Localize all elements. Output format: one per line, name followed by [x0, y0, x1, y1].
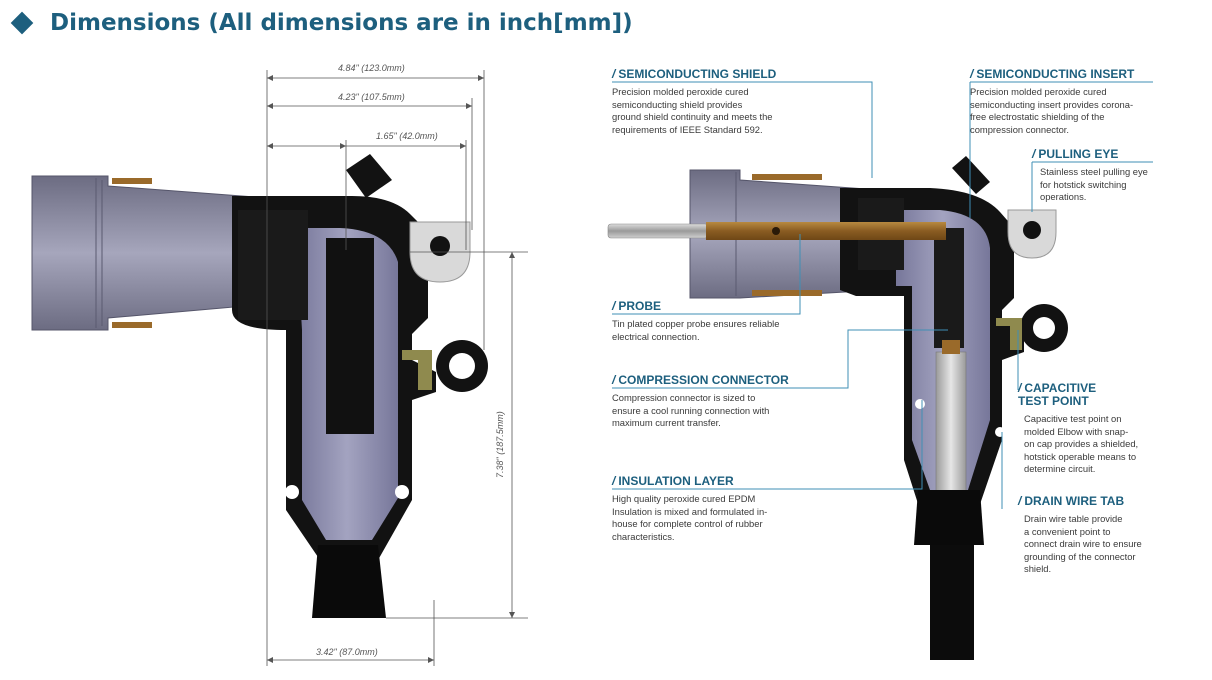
dim-body-length: 4.23" (107.5mm): [338, 92, 405, 102]
callout-line: semiconducting shield provides: [612, 98, 743, 110]
callout-heading: COMPRESSION CONNECTOR: [618, 373, 789, 387]
callout-line: a convenient point to: [1024, 525, 1111, 537]
probe-tip: [607, 223, 709, 239]
callout-line: characteristics.: [612, 530, 675, 542]
callout-line: Stainless steel pulling eye: [1040, 166, 1148, 177]
dim-height: 7.38" (187.5mm): [495, 411, 505, 478]
page-header: Dimensions (All dimensions are in inch[m…: [10, 6, 633, 40]
cutaway-drawing: [607, 81, 1153, 660]
callout-pulling-eye: /PULLING EYE Stainless steel pulling eye…: [1032, 148, 1207, 204]
callout-line: for hotstick switching: [1040, 178, 1127, 190]
callout-line: requirements of IEEE Standard 592.: [612, 123, 763, 135]
callout-probe: /PROBE Tin plated copper probe ensures r…: [612, 300, 812, 343]
cable: [930, 540, 974, 660]
callout-line: Capacitive test point on: [1024, 413, 1122, 424]
dimension-drawing: 4.84" (123.0mm) 4.23" (107.5mm) 1.65" (4…: [31, 63, 528, 666]
probe-copper: [706, 222, 946, 240]
callout-semiconducting-insert: /SEMICONDUCTING INSERT Precision molded …: [970, 68, 1160, 136]
callout-line: ensure a cool running connection with: [612, 404, 770, 416]
left-test-point: [402, 350, 432, 390]
callout-line: determine circuit.: [1024, 463, 1096, 475]
callout-heading: INSULATION LAYER: [618, 474, 734, 488]
callout-compression-connector: /COMPRESSION CONNECTOR Compression conne…: [612, 374, 812, 430]
callout-heading: CAPACITIVE TEST POINT: [1018, 381, 1097, 408]
callout-line: electrical connection.: [612, 330, 700, 342]
callout-line: maximum current transfer.: [612, 417, 721, 429]
callout-line: Precision molded peroxide cured: [970, 86, 1107, 97]
callout-drain-wire-tab: /DRAIN WIRE TAB Drain wire table provide…: [1018, 495, 1168, 576]
callout-line: on cap provides a shielded,: [1024, 438, 1139, 450]
callout-line: operations.: [1040, 191, 1087, 203]
callout-heading: SEMICONDUCTING SHIELD: [618, 67, 777, 81]
callout-line: Compression connector is sized to: [612, 392, 756, 403]
callout-line: molded Elbow with snap-: [1024, 425, 1129, 437]
callout-line: free electrostatic shielding of the: [970, 111, 1105, 123]
callout-line: compression connector.: [970, 123, 1070, 135]
dim-base-width: 3.42" (87.0mm): [316, 647, 378, 657]
callout-heading: DRAIN WIRE TAB: [1024, 494, 1125, 508]
page-title: Dimensions (All dimensions are in inch[m…: [50, 10, 633, 36]
callout-line: connect drain wire to ensure: [1024, 538, 1142, 550]
callout-insulation-layer: /INSULATION LAYER High quality peroxide …: [612, 475, 812, 543]
callout-line: hotstick operable means to: [1024, 450, 1137, 462]
callout-line: semiconducting insert provides corona-: [970, 98, 1134, 110]
dim-probe-offset: 1.65" (42.0mm): [376, 131, 438, 141]
callout-heading: SEMICONDUCTING INSERT: [976, 67, 1135, 81]
callout-line: Tin plated copper probe ensures reliable: [612, 318, 780, 329]
callout-heading: PULLING EYE: [1038, 147, 1119, 161]
callout-line: house for complete control of rubber: [612, 518, 763, 530]
callout-line: grounding of the connector: [1024, 550, 1136, 562]
callout-semiconducting-shield: /SEMICONDUCTING SHIELD Precision molded …: [612, 68, 802, 136]
dim-overall-length: 4.84" (123.0mm): [338, 63, 405, 73]
callout-line: ground shield continuity and meets the: [612, 111, 773, 123]
callout-line: High quality peroxide cured EPDM: [612, 493, 756, 504]
callout-line: Drain wire table provide: [1024, 513, 1123, 524]
right-test-point: [996, 318, 1022, 350]
callout-line: Insulation is mixed and formulated in-: [612, 505, 768, 517]
callout-line: shield.: [1024, 563, 1052, 575]
callout-heading: PROBE: [618, 299, 662, 313]
callout-capacitive-test-point: /CAPACITIVE TEST POINT Capacitive test p…: [1018, 382, 1158, 476]
callout-line: Precision molded peroxide cured: [612, 86, 749, 97]
